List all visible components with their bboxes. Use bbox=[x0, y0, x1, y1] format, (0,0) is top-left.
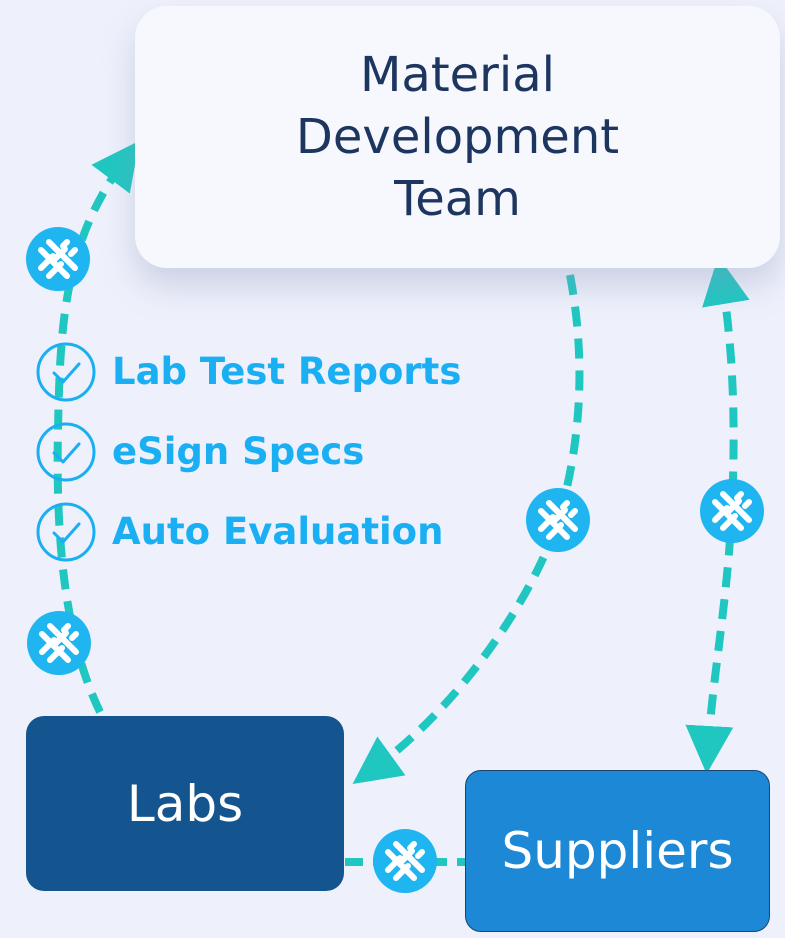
woven-knot-icon bbox=[700, 479, 764, 543]
check-circle-icon bbox=[36, 342, 96, 401]
checklist-item-esign-specs: eSign Specs bbox=[34, 420, 504, 483]
material-development-team-box[interactable]: Material Development Team bbox=[135, 6, 780, 268]
checklist-item-auto-evaluation: Auto Evaluation bbox=[34, 500, 504, 563]
check-circle-icon bbox=[36, 422, 96, 481]
woven-knot-icon bbox=[26, 227, 90, 291]
labs-label: Labs bbox=[126, 774, 244, 833]
checklist-item-label: eSign Specs bbox=[112, 430, 365, 473]
woven-knot-icon bbox=[27, 611, 91, 675]
checklist-item-label: Lab Test Reports bbox=[112, 350, 462, 393]
check-circle-icon bbox=[36, 502, 96, 561]
checklist-item-lab-test-reports: Lab Test Reports bbox=[34, 340, 504, 403]
suppliers-box[interactable]: Suppliers bbox=[465, 770, 770, 932]
checklist-item-label: Auto Evaluation bbox=[112, 510, 444, 553]
labs-box[interactable]: Labs bbox=[26, 716, 344, 891]
woven-knot-icon bbox=[373, 829, 437, 893]
team-label: Material Development Team bbox=[295, 47, 620, 227]
suppliers-label: Suppliers bbox=[501, 822, 734, 880]
woven-knot-icon bbox=[526, 488, 590, 552]
feature-checklist: Lab Test Reports eSign Specs Auto Evalua… bbox=[34, 340, 504, 580]
